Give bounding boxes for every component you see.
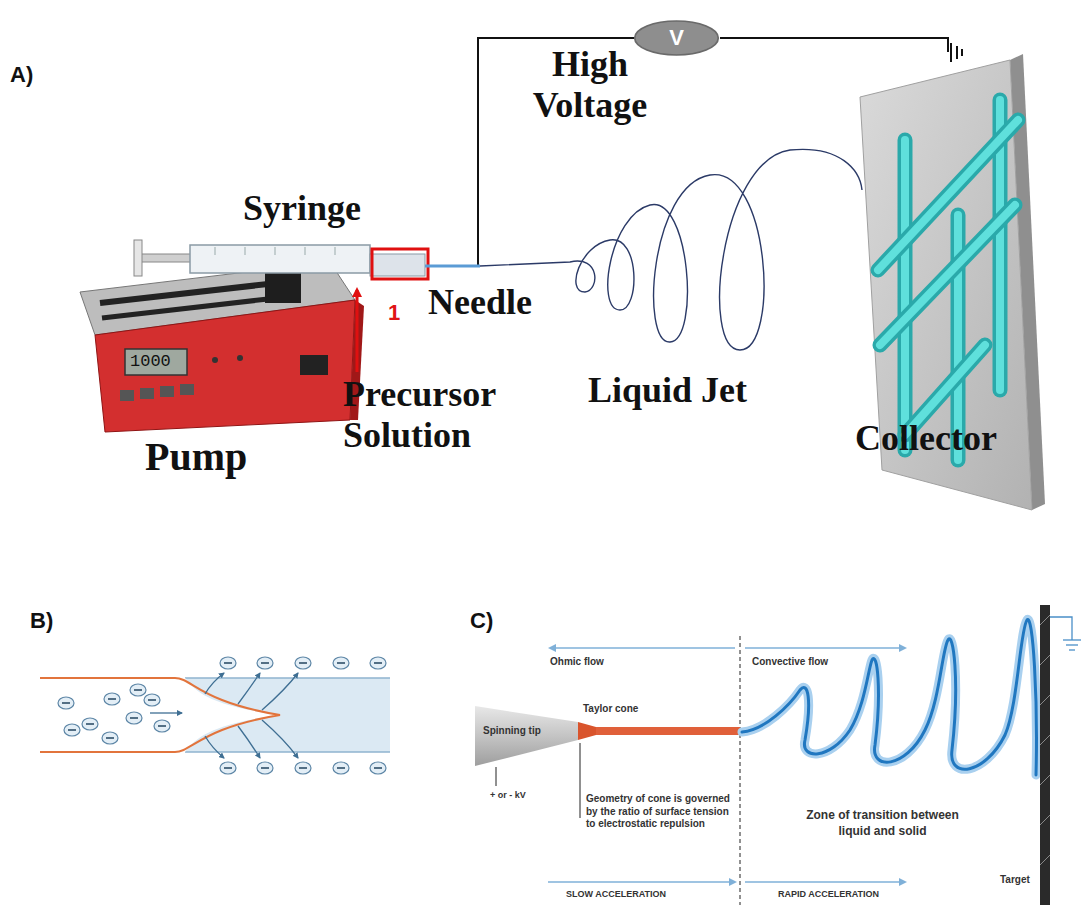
voltage-note: + or - kV (490, 790, 526, 801)
syringe (134, 240, 425, 276)
leader-line (580, 743, 581, 818)
flow-arrows (548, 648, 905, 882)
part-label: Taylor cone (583, 703, 638, 716)
voltage-source: V (633, 20, 720, 56)
part-label: Liquid Jet (588, 370, 747, 411)
charge-diagram (40, 657, 390, 774)
part-label: Pump (145, 434, 247, 480)
flow-label: Ohmic flow (550, 656, 604, 669)
part-label: Syringe (243, 188, 361, 229)
leader-line (496, 767, 497, 786)
part-label: Needle (428, 282, 532, 323)
panel-letter: C) (470, 608, 493, 634)
liquid-jet (480, 149, 862, 350)
callout-box (372, 249, 428, 279)
display-reading: 1000 (130, 352, 171, 372)
whipping-jet (742, 619, 1036, 775)
stage-label: RAPID ACCELERATION (778, 889, 879, 900)
part-label: Target (1000, 874, 1030, 887)
target-plate (1040, 605, 1081, 905)
taylor-cone (578, 722, 596, 740)
divider (740, 636, 741, 905)
zone-label: Zone of transition between liquid and so… (795, 808, 970, 839)
straight-jet (596, 727, 740, 735)
part-label: High Voltage (505, 44, 675, 127)
ground-symbol (951, 43, 962, 62)
node-label: Collector (855, 418, 997, 459)
node-label: Spinning tip (483, 725, 541, 738)
part-label: Precursor Solution (343, 374, 543, 457)
needle (425, 265, 480, 268)
spinning-tip: Spinning tip (475, 700, 583, 766)
node-label: V (633, 20, 720, 56)
pointer-arrow (356, 290, 359, 372)
panel-letter: B) (30, 608, 53, 634)
collector-plate: Collector (855, 52, 1047, 514)
panel-letter: A) (10, 62, 33, 88)
callout-number: 1 (388, 300, 400, 326)
note: Geometry of cone is governed by the rati… (586, 793, 741, 831)
wire (720, 38, 948, 52)
flow-label: Convective flow (752, 656, 828, 669)
stage-label: SLOW ACCELERATION (566, 889, 666, 900)
